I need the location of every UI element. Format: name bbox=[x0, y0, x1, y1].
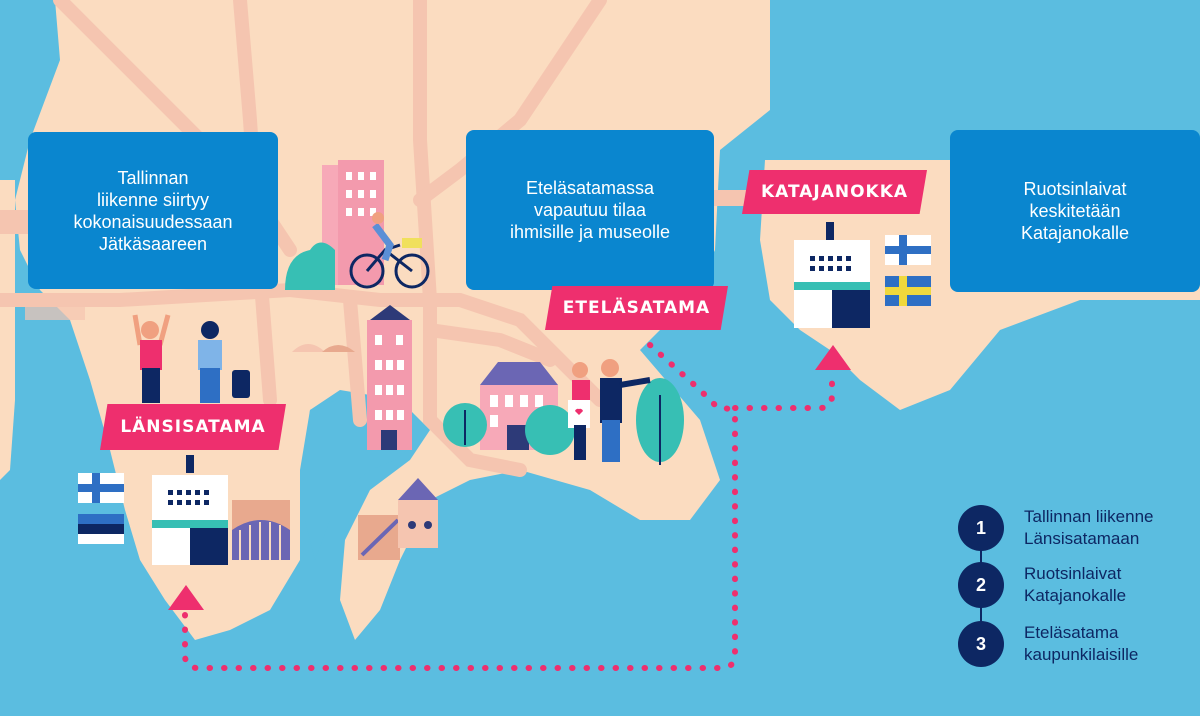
ship-lansisatama bbox=[152, 455, 228, 565]
route-arrow-lansisatama bbox=[168, 585, 204, 610]
legend-number: 3 bbox=[958, 621, 1004, 667]
terminal-building bbox=[232, 500, 290, 560]
finland-flag bbox=[78, 473, 124, 503]
legend-item-2: 2 Ruotsinlaivat Katajanokalle bbox=[958, 562, 1126, 608]
ship-katajanokka bbox=[794, 222, 870, 328]
trees-etelasatama bbox=[443, 378, 684, 465]
tree-teal bbox=[285, 242, 335, 290]
legend-text: Tallinnan liikenne Länsisatamaan bbox=[1024, 507, 1154, 548]
info-box-etelasatama: Eteläsatamassa vapautuu tilaa ihmisille … bbox=[466, 130, 714, 290]
estonia-flag bbox=[78, 514, 124, 544]
info-box-ruotsinlaivat: Ruotsinlaivat keskitetään Katajanokalle bbox=[950, 130, 1200, 292]
label-lansisatama: LÄNSISATAMA bbox=[100, 404, 286, 450]
legend-item-3: 3 Eteläsatama kaupunkilaisille bbox=[958, 621, 1138, 667]
info-box-tallinn: Tallinnan liikenne siirtyy kokonaisuudes… bbox=[28, 132, 278, 289]
route-line-dotted bbox=[182, 342, 835, 671]
route-arrow-katajanokka bbox=[815, 345, 851, 370]
land-west bbox=[0, 180, 15, 480]
hill-shapes bbox=[292, 344, 355, 352]
label-katajanokka: KATAJANOKKA bbox=[742, 170, 927, 214]
two-people-pointing bbox=[568, 359, 651, 462]
cyclist-illustration bbox=[349, 212, 430, 289]
pier-small bbox=[25, 300, 85, 320]
legend-item-1: 1 Tallinnan liikenne Länsisatamaan bbox=[958, 505, 1153, 551]
legend-number: 2 bbox=[958, 562, 1004, 608]
legend-text: Eteläsatama kaupunkilaisille bbox=[1024, 623, 1139, 664]
warehouse-buildings bbox=[358, 478, 438, 560]
people-waving bbox=[132, 314, 250, 403]
clock-tower-building bbox=[367, 305, 412, 450]
label-etelasatama: ETELÄSATAMA bbox=[545, 286, 728, 330]
sweden-flag bbox=[885, 276, 931, 306]
legend-number: 1 bbox=[958, 505, 1004, 551]
legend-text: Ruotsinlaivat Katajanokalle bbox=[1024, 564, 1127, 605]
finland-flag bbox=[885, 235, 931, 265]
